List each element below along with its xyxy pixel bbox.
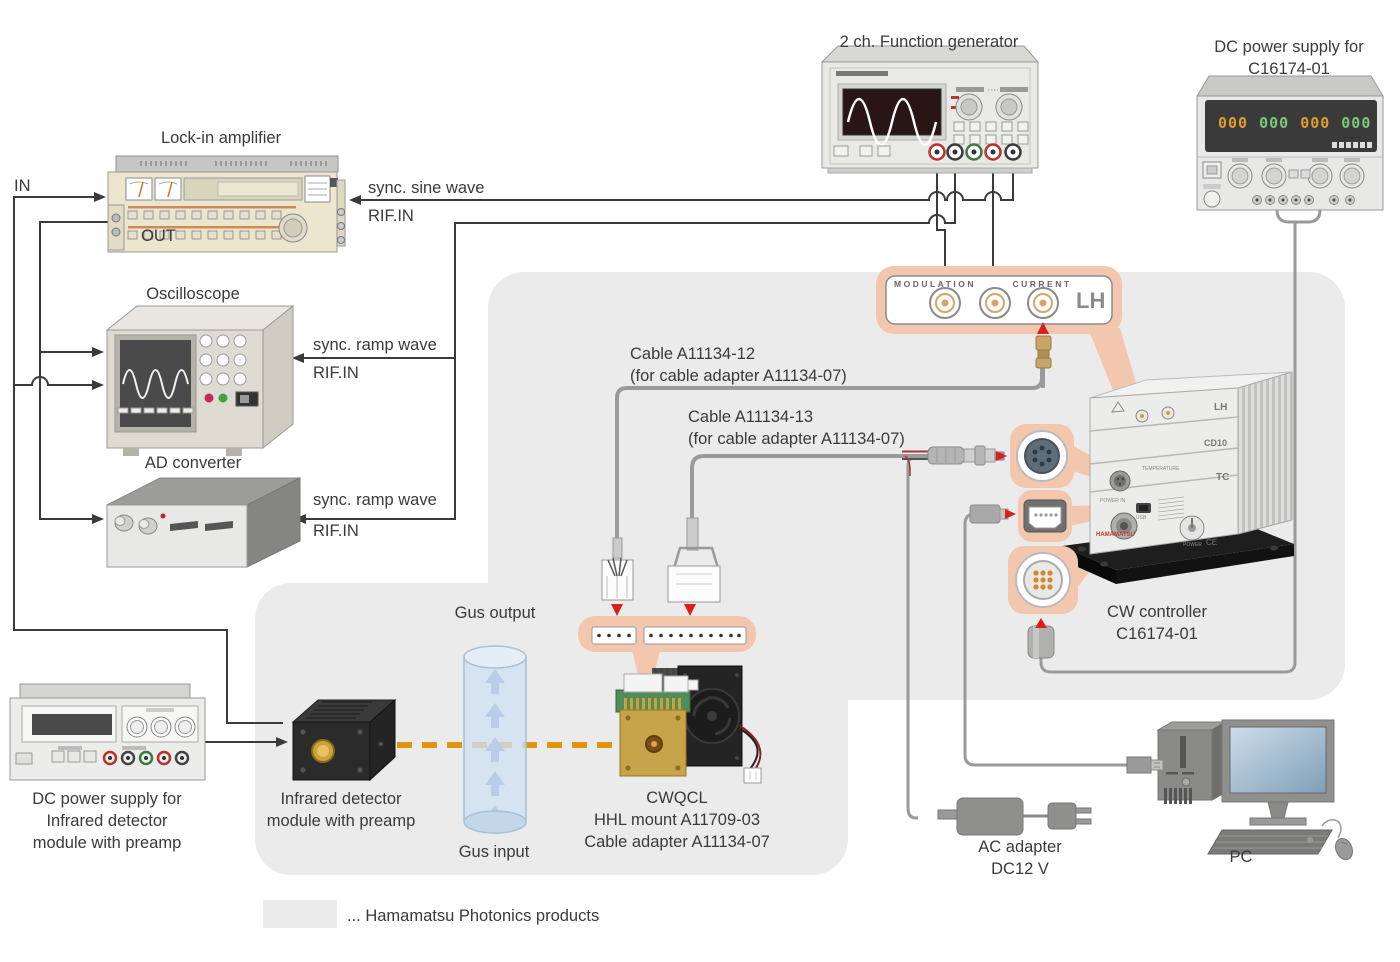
usb-a-plug <box>1126 756 1164 774</box>
lock-in-amplifier-label: Lock-in amplifier <box>160 129 282 147</box>
bnc-connectors <box>929 287 1059 319</box>
red-arrows <box>611 322 1049 628</box>
cw-controller-label-1: CW controller <box>1107 603 1207 621</box>
oscilloscope-label: Oscilloscope <box>146 285 240 303</box>
function-generator-outputs <box>928 143 1022 161</box>
cwqcl-label-1: CWQCL <box>646 789 708 807</box>
usb-connector-callout <box>1018 490 1072 542</box>
rif-in-label-1: RIF.IN <box>368 207 414 225</box>
cable-adapter-callout <box>578 616 756 652</box>
dc-power-supply-left-illustration <box>9 683 206 781</box>
legend-label: ... Hamamatsu Photonics products <box>347 907 600 925</box>
controller-power-label: POWER <box>1183 542 1202 548</box>
modulation-port-label: MODULATION <box>894 279 976 289</box>
pc-illustration <box>1156 719 1353 861</box>
usb-plug <box>969 504 1009 524</box>
cwqcl-label-2: HHL mount A11709-03 <box>593 811 761 829</box>
ac-adapter-label-2: DC12 V <box>991 860 1049 878</box>
controller-usb-label: USB <box>1136 515 1147 521</box>
cwqcl-illustration <box>615 665 762 784</box>
sync-ramp-wave-label-1: sync. ramp wave <box>313 336 437 354</box>
lock-in-amplifier-illustration <box>107 155 346 253</box>
cable-plug-a11134-13 <box>667 517 721 603</box>
tc-cable-stripe <box>902 450 928 476</box>
cwqcl-label-3: Cable adapter A11134-07 <box>584 833 770 851</box>
fan-wire-black <box>741 729 759 770</box>
function-generator-label: 2 ch. Function generator <box>839 33 1019 51</box>
dc-power-supply-right-illustration <box>1196 75 1384 211</box>
rif-in-label-2: RIF.IN <box>313 364 359 382</box>
legend-swatch <box>263 900 337 928</box>
out-label: OUT <box>141 227 176 245</box>
dc-supply-right-label-1: DC power supply for <box>1214 38 1364 56</box>
dc-supply-left-label-1: DC power supply for <box>32 790 182 808</box>
supply-jumper-cable <box>1275 202 1322 224</box>
power-plug <box>1027 625 1055 659</box>
controller-lh-label: LH <box>1214 402 1228 413</box>
tc-cable-plug <box>927 445 1005 466</box>
modulation-current-callout <box>876 266 1122 334</box>
controller-tc-label: TC <box>1216 472 1230 483</box>
pc-label: PC <box>1229 848 1253 866</box>
infrared-detector-illustration <box>291 698 397 782</box>
temperature-connector-callout <box>1010 424 1074 488</box>
cable-13-label-2: (for cable adapter A11134-07) <box>688 430 905 448</box>
oscilloscope-illustration <box>105 304 295 456</box>
cw-controller-illustration <box>1062 371 1294 584</box>
sync-sine-wave-label: sync. sine wave <box>368 179 485 197</box>
gas-input-label: Gus input <box>458 843 530 861</box>
detector-label-1: Infrared detector <box>280 790 402 808</box>
ce-mark: CE <box>1206 538 1218 547</box>
cable-a11134-13 <box>690 454 928 550</box>
ac-adapter-illustration <box>937 797 1092 836</box>
current-port-label: CURRENT <box>1012 279 1072 289</box>
gas-output-label: Gus output <box>454 604 536 622</box>
signal-wiring <box>13 159 1014 743</box>
cable-plug-a11134-12 <box>601 537 634 601</box>
hamamatsu-brand-label: HAMAMATSU <box>1096 532 1135 538</box>
gas-cell <box>463 645 527 834</box>
in-label: IN <box>14 177 31 195</box>
dc-supply-left-label-3: module with preamp <box>32 834 182 852</box>
dc-supply-right-display: 000 000 000 000 <box>1218 114 1372 132</box>
ac-adapter-dc-cable <box>906 454 919 820</box>
controller-power-cable <box>1039 222 1297 674</box>
dc-supply-right-terminals <box>1252 195 1355 205</box>
controller-cd10-label: CD10 <box>1204 438 1228 448</box>
dc-supply-left-terminals <box>102 750 190 766</box>
ad-converter-illustration <box>106 477 301 568</box>
cw-controller-label-2: C16174-01 <box>1116 625 1198 643</box>
cable-13-label-1: Cable A11134-13 <box>688 408 814 426</box>
sync-ramp-wave-label-2: sync. ramp wave <box>313 491 437 509</box>
dc-supply-left-label-2: Infrared detector <box>46 812 168 830</box>
current-cable-plug <box>1035 335 1052 369</box>
cable-12-label-2: (for cable adapter A11134-07) <box>630 367 847 385</box>
rif-in-label-3: RIF.IN <box>313 522 359 540</box>
cable-12-label-1: Cable A11134-12 <box>630 345 756 363</box>
dc-supply-right-label-2: C16174-01 <box>1248 60 1330 78</box>
controller-temperature-label: TEMPERATURE <box>1142 466 1180 472</box>
lh-logo: LH <box>1076 288 1106 313</box>
detector-label-2: module with preamp <box>266 812 416 830</box>
power-connector-callout <box>1008 546 1078 614</box>
ac-adapter-label-1: AC adapter <box>978 838 1062 856</box>
controller-power-in-label: POWER IN <box>1100 498 1126 504</box>
fan-connector <box>743 767 762 784</box>
ad-converter-label: AD converter <box>144 454 242 472</box>
function-generator-illustration <box>820 45 1040 174</box>
